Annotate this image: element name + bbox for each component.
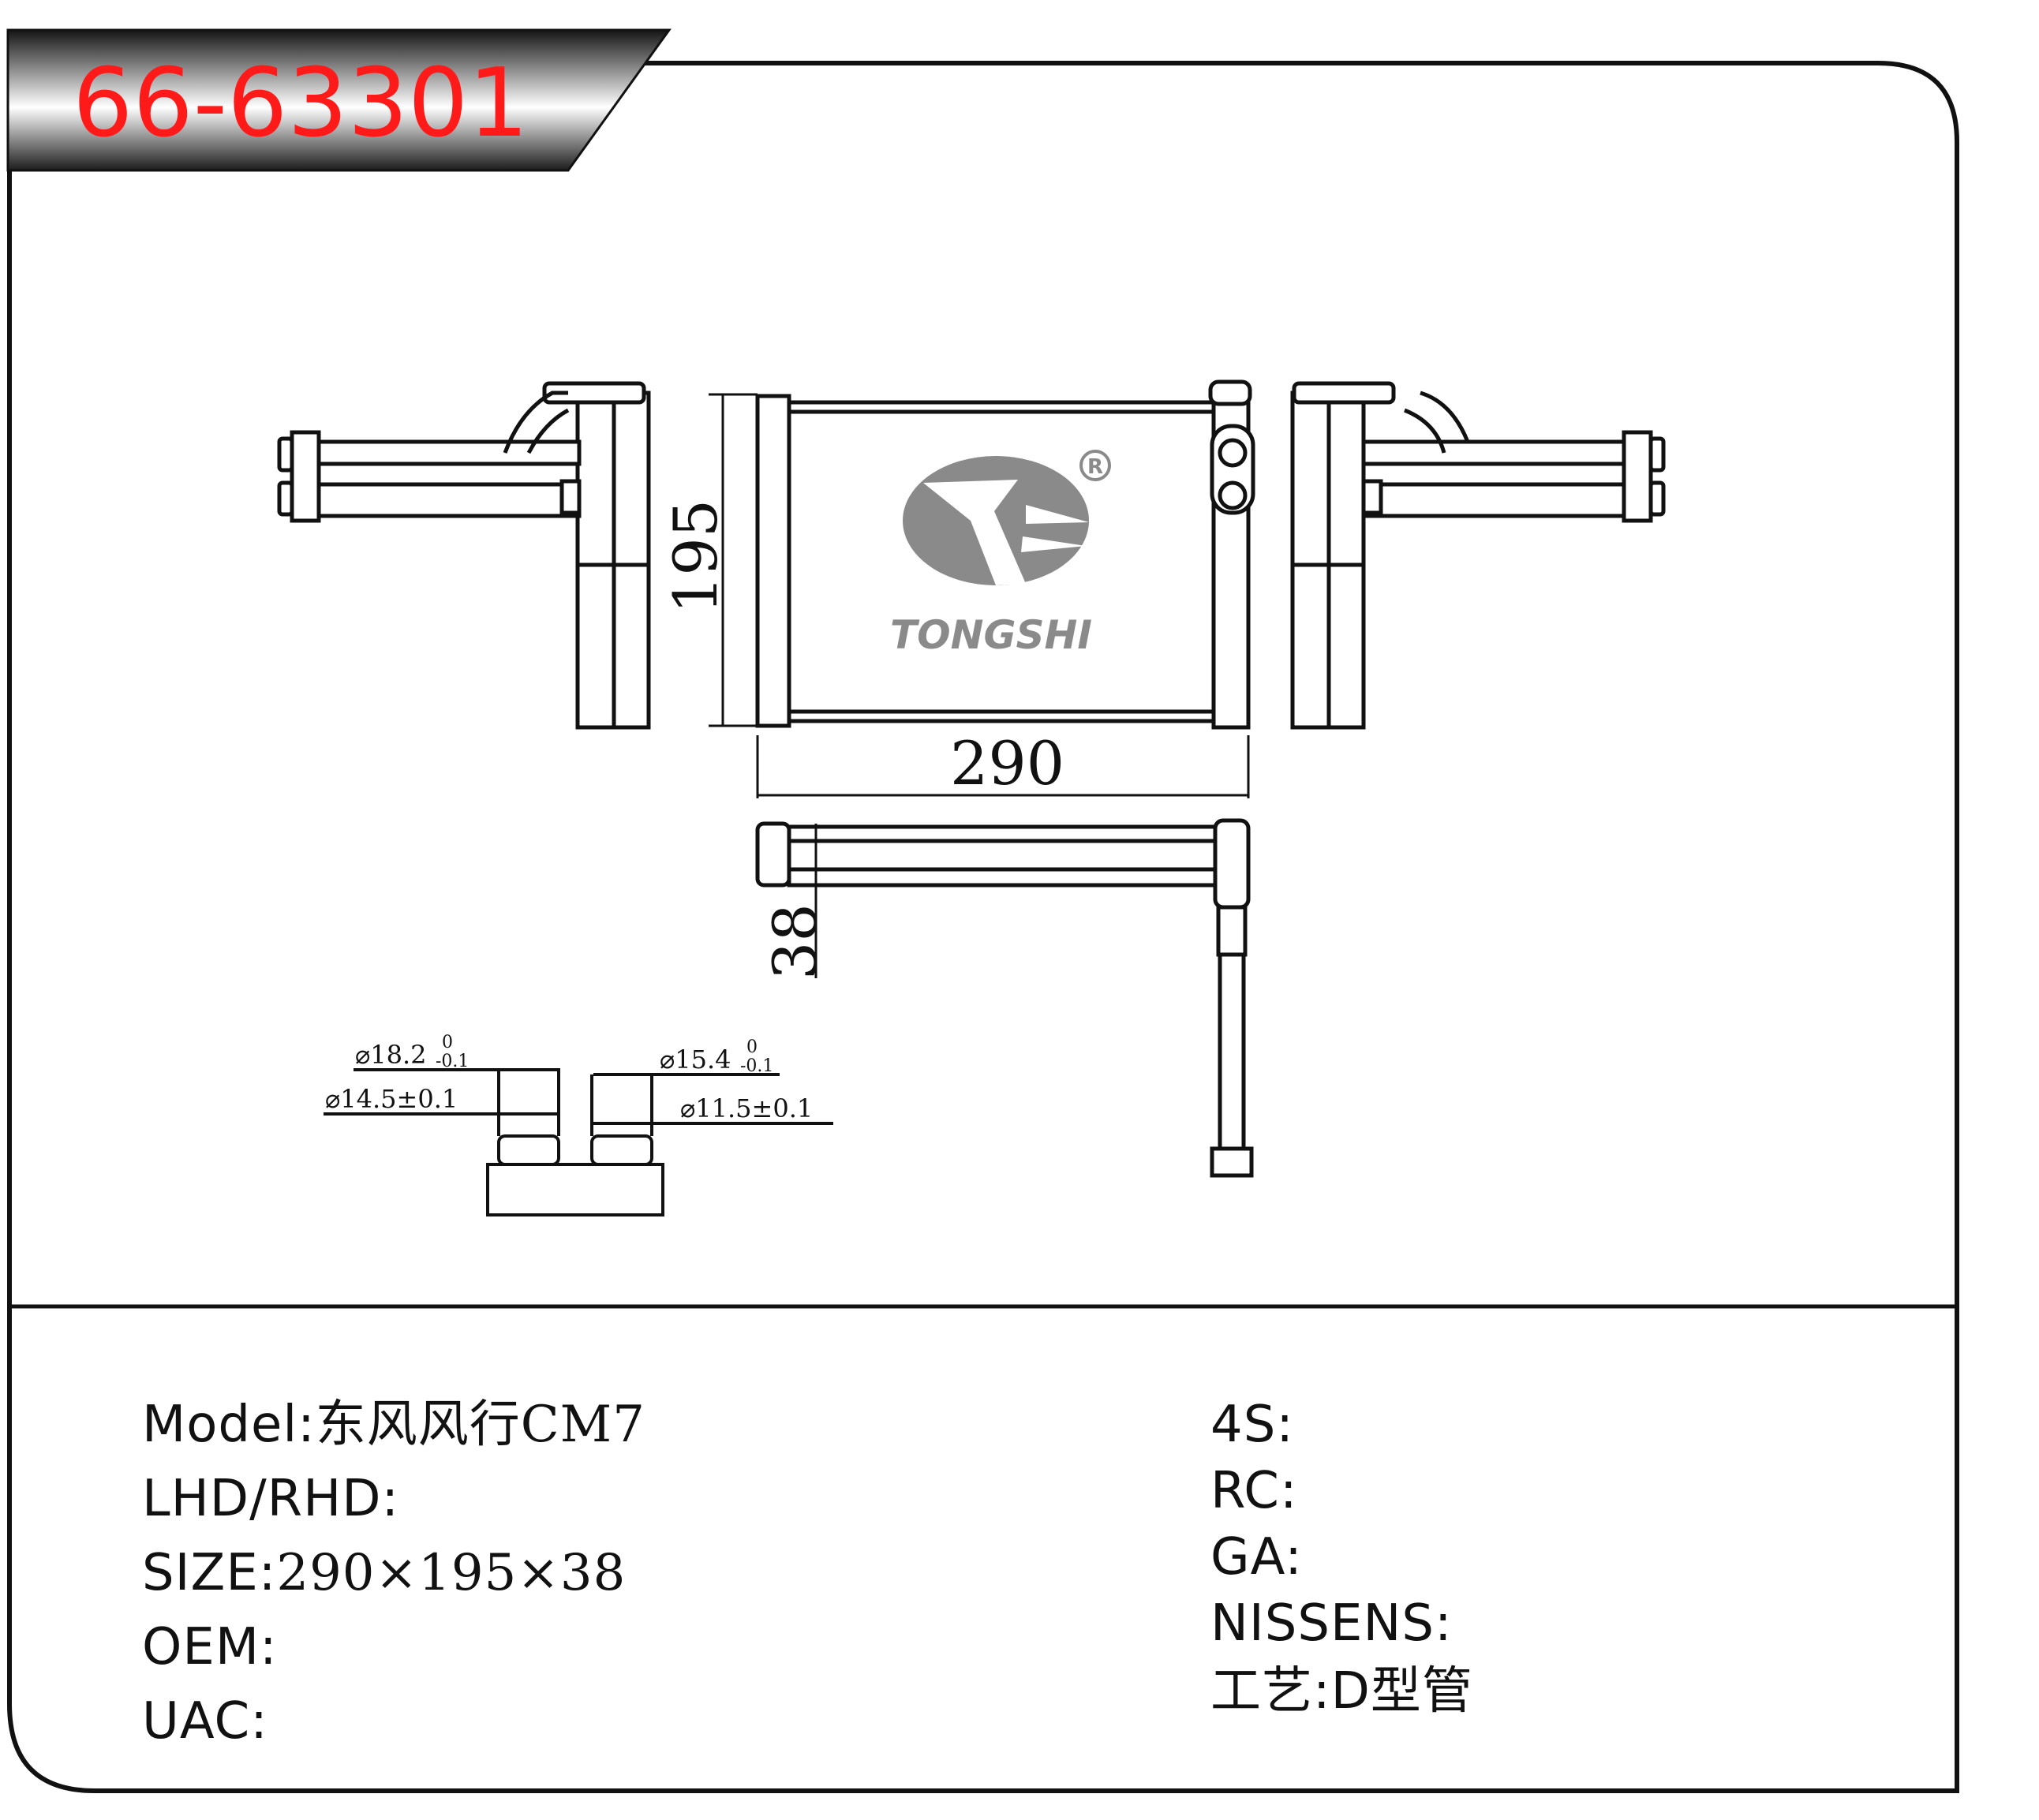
spec-process: 工艺:D型管 bbox=[1210, 1666, 1473, 1717]
spec-process-label: 工艺: bbox=[1210, 1662, 1331, 1721]
pipe-spec-inner-left: ⌀14.5±0.1 bbox=[325, 1084, 458, 1114]
dimension-lines bbox=[709, 393, 1250, 978]
right-side-view bbox=[1290, 381, 1666, 730]
spec-rc-label: RC: bbox=[1210, 1462, 1298, 1520]
spec-ga-label: GA: bbox=[1210, 1528, 1303, 1586]
spec-rc: RC: bbox=[1210, 1466, 1298, 1516]
dimension-width: 290 bbox=[950, 728, 1064, 798]
spec-lhd-rhd-label: LHD/RHD: bbox=[142, 1470, 400, 1528]
spec-nissens-label: NISSENS: bbox=[1210, 1594, 1453, 1653]
spec-nissens: NISSENS: bbox=[1210, 1598, 1453, 1649]
pipe-spec-outer-left: ⌀18.2 bbox=[355, 1040, 427, 1070]
top-view bbox=[755, 818, 1254, 1178]
spec-size-value: 290×195×38 bbox=[276, 1544, 627, 1602]
spec-size-label: SIZE: bbox=[142, 1544, 277, 1602]
spec-process-value: D型管 bbox=[1330, 1662, 1473, 1721]
pipe-spec-outer-left-upper: 0 bbox=[442, 1033, 453, 1052]
registered-mark: R bbox=[1087, 455, 1103, 479]
pipe-spec-inner-right: ⌀11.5±0.1 bbox=[680, 1093, 813, 1123]
pipe-spec-outer-right: ⌀15.4 bbox=[660, 1045, 731, 1074]
spec-uac-label: UAC: bbox=[142, 1692, 268, 1751]
spec-uac: UAC: bbox=[142, 1696, 268, 1747]
dimension-height: 195 bbox=[660, 499, 731, 614]
spec-model-value: 东风风行CM7 bbox=[315, 1396, 645, 1454]
brand-name: TONGSHI bbox=[890, 612, 1092, 658]
spec-lhd-rhd: LHD/RHD: bbox=[142, 1474, 399, 1524]
spec-size: SIZE:290×195×38 bbox=[142, 1548, 626, 1598]
spec-4s: 4S: bbox=[1210, 1400, 1294, 1450]
part-number-banner bbox=[6, 28, 672, 172]
spec-model: Model:东风风行CM7 bbox=[142, 1400, 645, 1450]
pipe-spec-outer-left-lower: -0.1 bbox=[436, 1052, 469, 1071]
spec-oem: OEM: bbox=[142, 1622, 278, 1672]
pipe-spec-outer-right-lower: -0.1 bbox=[740, 1056, 773, 1076]
left-side-view bbox=[277, 381, 651, 730]
tongshi-swirl-logo bbox=[903, 456, 1089, 585]
pipe-spec-outer-right-upper: 0 bbox=[746, 1037, 758, 1057]
dimension-depth: 38 bbox=[760, 903, 830, 980]
part-number: 66-63301 bbox=[73, 49, 529, 159]
pipe-fitting-detail bbox=[324, 1068, 833, 1216]
spec-model-label: Model: bbox=[142, 1396, 316, 1454]
registered-mark-icon bbox=[1079, 450, 1111, 481]
spec-ga: GA: bbox=[1210, 1532, 1303, 1583]
sheet-border bbox=[7, 61, 1959, 1793]
spec-4s-label: 4S: bbox=[1210, 1396, 1294, 1454]
spec-oem-label: OEM: bbox=[142, 1618, 278, 1676]
